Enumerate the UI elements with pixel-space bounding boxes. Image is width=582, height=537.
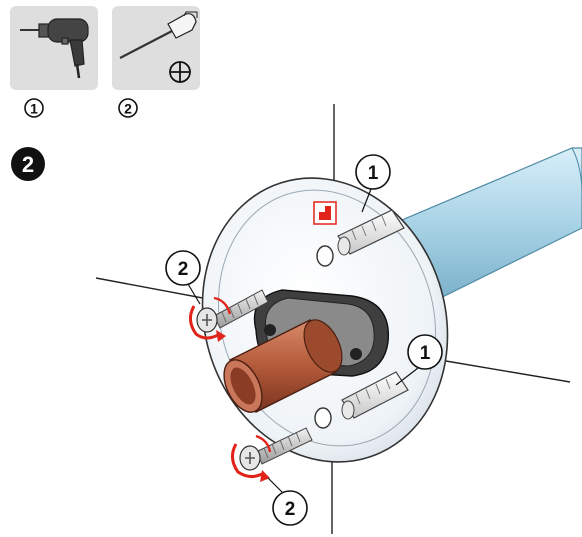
warning-label-icon [313,201,337,225]
callout-plug-bottom-number: 1 [420,343,431,364]
callout-plug-top-number: 1 [368,163,379,184]
callout-screw-bottom: 2 [267,477,308,526]
rotation-arrow-top-icon [189,296,232,342]
tool-drill-box [10,6,98,90]
wall-plug-bottom [341,371,409,420]
step-badge: 2 [11,147,45,181]
callout-plug-bottom: 1 [395,334,443,386]
callout-screw-bottom-number: 2 [285,499,296,520]
screw-bottom [239,427,313,471]
callout-screw-top: 2 [165,250,201,305]
wall-plug-top [337,209,405,256]
tool-drill-number: 1 [30,101,38,117]
copper-pipe [223,319,343,413]
rotation-arrow-bottom-icon [231,434,272,482]
tool-screwdriver: 2 [112,6,200,118]
plate-hole-bottom [314,407,332,429]
step-number: 2 [22,152,34,177]
tool-drill-number-circle [24,98,44,118]
power-drill-icon [20,18,89,79]
callout-screw-top-number: 2 [178,259,189,280]
phillips-screwdriver-icon [119,11,198,59]
callout-plug-top: 1 [355,154,391,213]
phillips-cross-icon [169,61,191,83]
tool-screwdriver-number-circle [118,98,138,118]
tool-drill: 1 [10,6,98,118]
tool-screwdriver-number: 2 [124,101,132,117]
plate-hole-top [316,245,334,267]
screw-top [196,289,269,333]
